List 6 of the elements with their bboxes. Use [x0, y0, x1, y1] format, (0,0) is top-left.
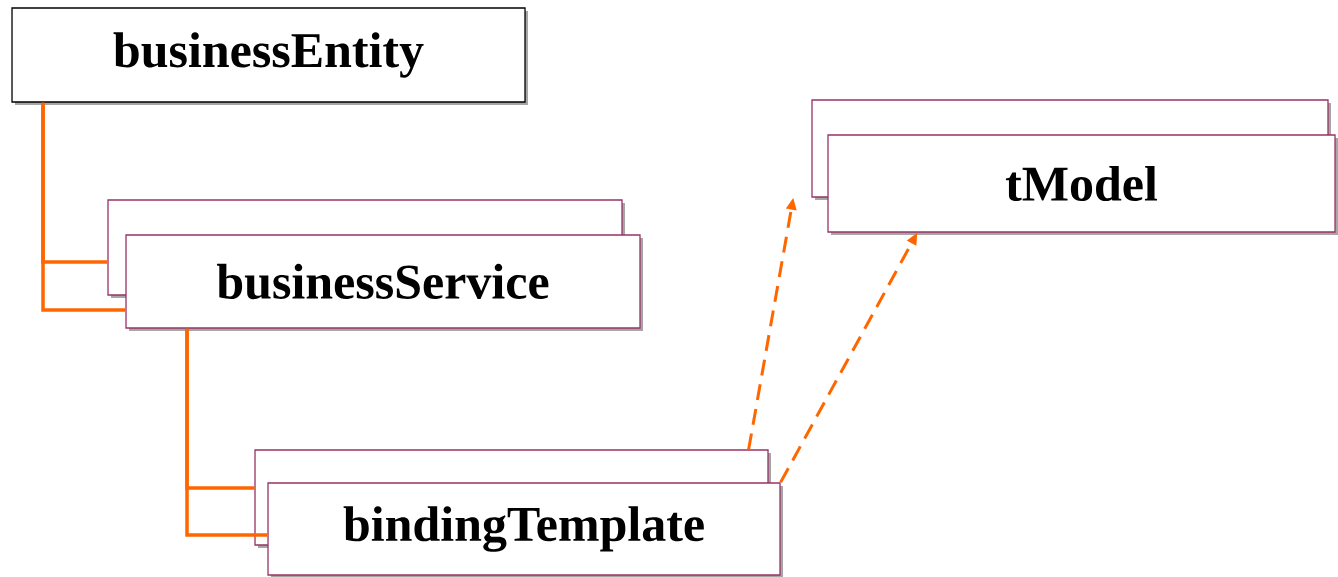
entity-box: tModel [827, 134, 1338, 235]
connector-line [185, 328, 268, 537]
connector-line [41, 102, 126, 312]
entity-box: businessEntity [11, 7, 528, 105]
entity-box: businessService [125, 234, 643, 331]
entity-box: bindingTemplate [267, 482, 783, 577]
